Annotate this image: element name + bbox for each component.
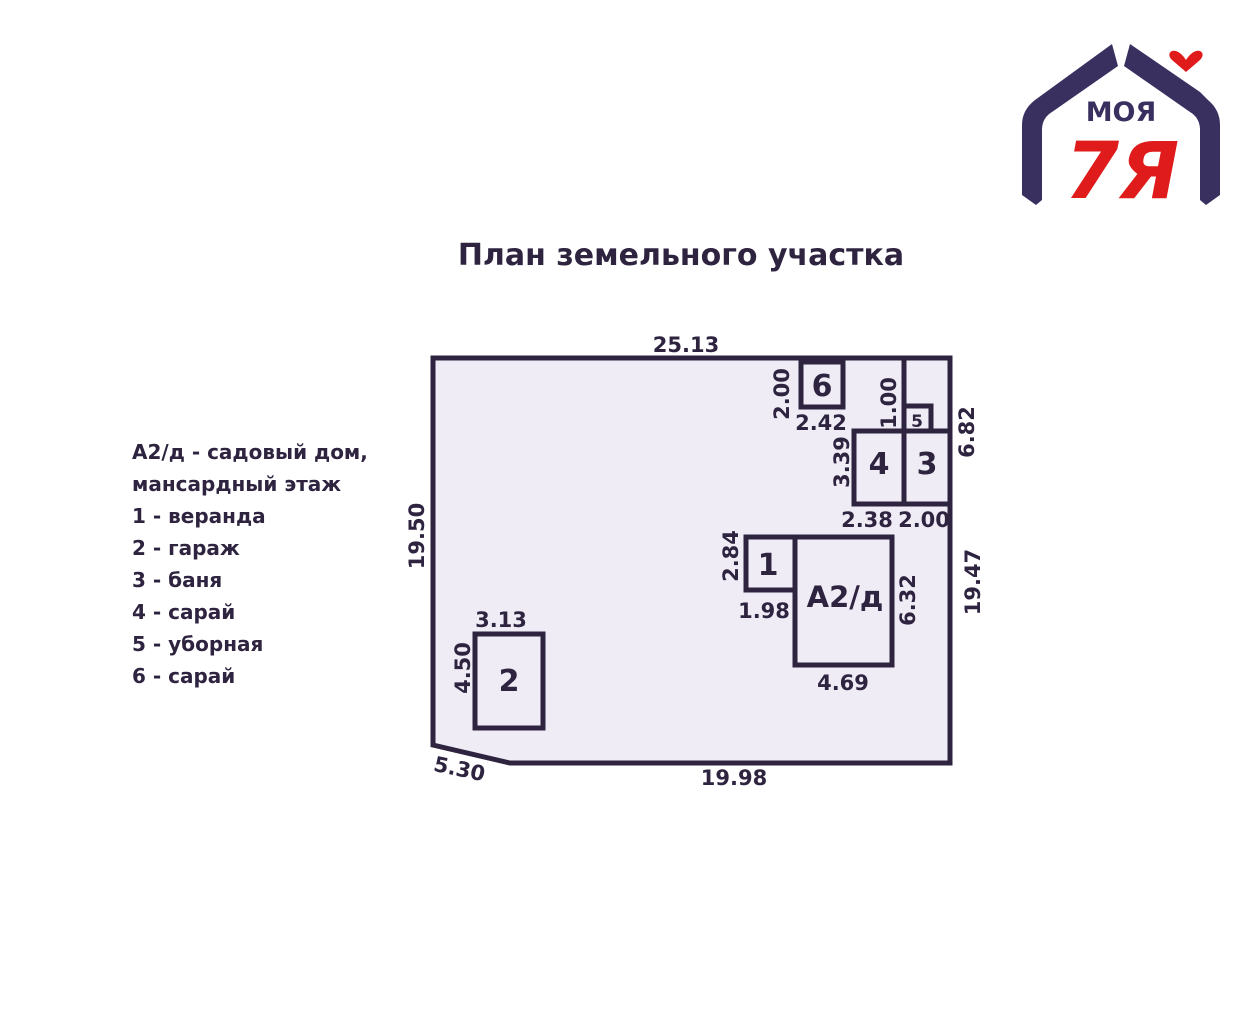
dim-1-width: 1.98 [738,599,790,623]
dim-2-height: 4.50 [451,642,475,694]
dim-house-height: 6.32 [896,574,920,626]
dim-1-height: 2.84 [719,530,743,582]
dim-5-height: 1.00 [877,377,901,429]
dim-right-lower: 19.47 [961,549,985,615]
dim-bottom: 19.98 [701,766,767,790]
building-6 [798,359,846,410]
legend: А2/д - садовый дом, мансардный этаж 1 - … [132,436,368,692]
legend-item: 6 - сарай [132,664,236,688]
legend-item: А2/д - садовый дом, [132,440,368,464]
dim-6-width: 2.42 [795,411,847,435]
page-title: План земельного участка [457,238,905,273]
label-3: 3 [917,447,938,482]
legend-item: 4 - сарай [132,600,236,624]
building-4 [851,428,907,507]
legend-item: 3 - баня [132,568,223,592]
dim-3-width: 2.00 [898,508,950,532]
dim-6-height: 2.00 [770,368,794,420]
dim-house-width: 4.69 [817,671,869,695]
label-house: А2/д [807,580,884,614]
dim-top: 25.13 [653,333,719,357]
label-5: 5 [911,412,923,432]
legend-item: 5 - уборная [132,632,264,656]
label-2: 2 [499,664,520,699]
dim-left: 19.50 [405,503,429,569]
dim-4-height: 3.39 [830,436,854,488]
dim-2-width: 3.13 [475,608,527,632]
logo: МОЯ 7Я [1022,44,1220,217]
building-1 [743,534,798,593]
legend-item: мансардный этаж [132,472,342,496]
svg-text:МОЯ: МОЯ [1086,97,1157,128]
label-6: 6 [812,369,833,404]
building-2 [472,631,546,731]
label-4: 4 [869,447,890,482]
legend-item: 2 - гараж [132,536,240,560]
dim-right-upper: 6.82 [955,406,979,458]
building-3 [901,428,953,507]
building-house [792,534,895,668]
dim-4-width: 2.38 [841,508,893,532]
svg-text:7Я: 7Я [1065,127,1179,217]
legend-item: 1 - веранда [132,504,266,528]
label-1: 1 [758,548,779,583]
